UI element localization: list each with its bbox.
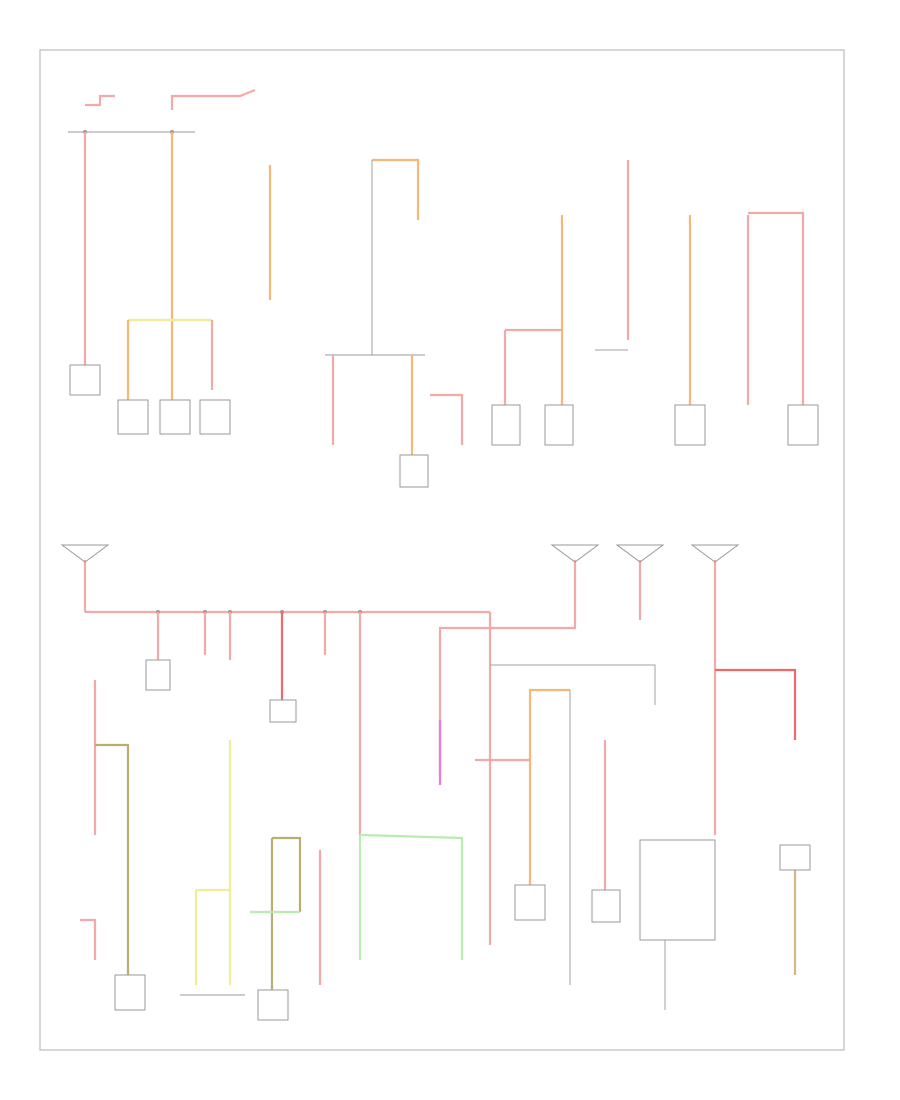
component-top-left-b (117, 399, 149, 435)
component-top-left-c (159, 399, 191, 435)
wire-top-left-1 (85, 94, 115, 107)
top-center-group (325, 158, 464, 455)
diagram-frame (39, 49, 845, 1051)
connector-symbol-3 (615, 544, 665, 563)
component-right-c (674, 404, 706, 446)
component-right-a (491, 404, 521, 446)
lower-left-group (80, 680, 130, 975)
connector-symbol-4 (690, 544, 740, 563)
component-right-d (787, 404, 819, 446)
lower-mid-right-group (438, 664, 656, 885)
connector-symbol-2 (550, 544, 600, 563)
fuse-box-lower-right (639, 839, 716, 941)
component-lower-left (114, 974, 146, 1011)
lower-right-group (569, 560, 797, 1010)
wire-right-pink-5 (748, 211, 805, 405)
component-top-left-a (69, 364, 101, 396)
component-lower-right-a (591, 889, 621, 923)
top-left-feed-group (68, 88, 272, 400)
lower-center-group (194, 740, 464, 990)
component-lower-center (257, 989, 289, 1021)
wire-top-left-2 (170, 88, 256, 110)
wire-lower-left-pink-2 (80, 918, 97, 960)
wire-green-1 (359, 833, 464, 960)
connector-symbol-1 (60, 544, 110, 563)
component-right-b (544, 404, 574, 446)
wire-orange-lower (528, 688, 570, 885)
component-center-a (399, 454, 429, 488)
wire-main-tie (438, 560, 577, 780)
component-bus-b (269, 699, 297, 723)
component-lower-mid (514, 884, 546, 921)
top-right-group (503, 160, 805, 405)
component-lower-right-b (779, 844, 811, 871)
wire-olive-1 (272, 836, 302, 912)
wire-gray-run (490, 664, 656, 705)
wire-center-orange (372, 158, 420, 220)
wire-lower-left-olive (95, 743, 130, 975)
wire-center-pink-right (430, 393, 464, 445)
component-bus-a (145, 659, 171, 691)
main-bus-group (83, 560, 577, 945)
wire-right-lower-red (715, 668, 797, 740)
component-top-left-d (199, 399, 231, 435)
